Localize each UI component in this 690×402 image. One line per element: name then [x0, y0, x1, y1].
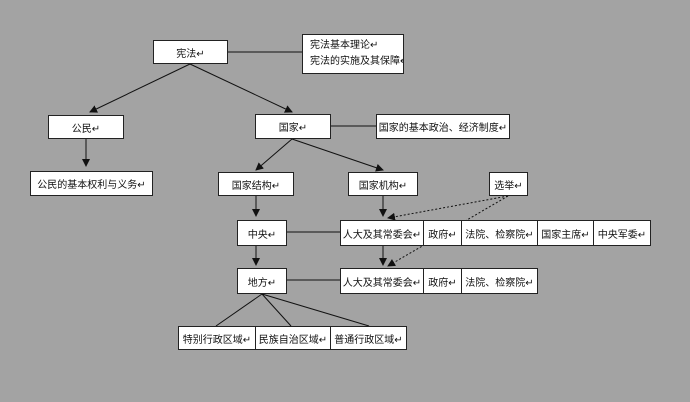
node-zhongyang: 中央↵: [237, 220, 287, 246]
edge-xuanju-central: [387, 195, 509, 221]
edge-difang-region-1: [215, 293, 263, 327]
node-xianfa-note: 宪法基本理论↵ 宪法的实施及其保障↵: [302, 34, 404, 74]
edge-guojia-jiegou: [255, 138, 293, 171]
node-guojia: 国家↵: [255, 114, 331, 139]
edge-difang-region-3: [261, 293, 370, 327]
node-xianfa: 宪法↵: [153, 40, 228, 64]
central-organ-renda: 人大及其常委会↵: [340, 220, 424, 246]
edge-xianfa-guojia: [189, 63, 293, 113]
region-tebie: 特别行政区域↵: [178, 326, 256, 350]
edge-difang-region-2: [261, 293, 292, 327]
local-organ-fayuan: 法院、检察院↵: [461, 268, 538, 294]
node-guojia-jigou: 国家机构↵: [348, 172, 418, 196]
central-organ-zhuxi: 国家主席↵: [537, 220, 594, 246]
note-line-2: 宪法的实施及其保障↵: [310, 56, 404, 67]
note-line-1: 宪法基本理论↵: [310, 40, 379, 51]
node-guojia-note: 国家的基本政治、经济制度↵: [376, 114, 510, 139]
local-organ-zhengfu: 政府↵: [423, 268, 462, 294]
region-minzu: 民族自治区域↵: [255, 326, 331, 350]
local-organ-renda: 人大及其常委会↵: [340, 268, 424, 294]
node-guojia-jiegou: 国家结构↵: [218, 172, 294, 196]
edge-xianfa-gongmin: [89, 63, 191, 113]
node-gongmin: 公民↵: [48, 115, 124, 139]
region-putong: 普通行政区域↵: [330, 326, 407, 350]
central-organ-junwei: 中央军委↵: [593, 220, 651, 246]
node-xuanju: 选举↵: [489, 172, 528, 196]
edge-guojia-jigou: [291, 138, 384, 172]
central-organ-zhengfu: 政府↵: [423, 220, 462, 246]
node-gongmin-rights: 公民的基本权利与义务↵: [30, 171, 153, 196]
central-organ-fayuan: 法院、检察院↵: [461, 220, 538, 246]
node-difang: 地方↵: [237, 268, 287, 294]
